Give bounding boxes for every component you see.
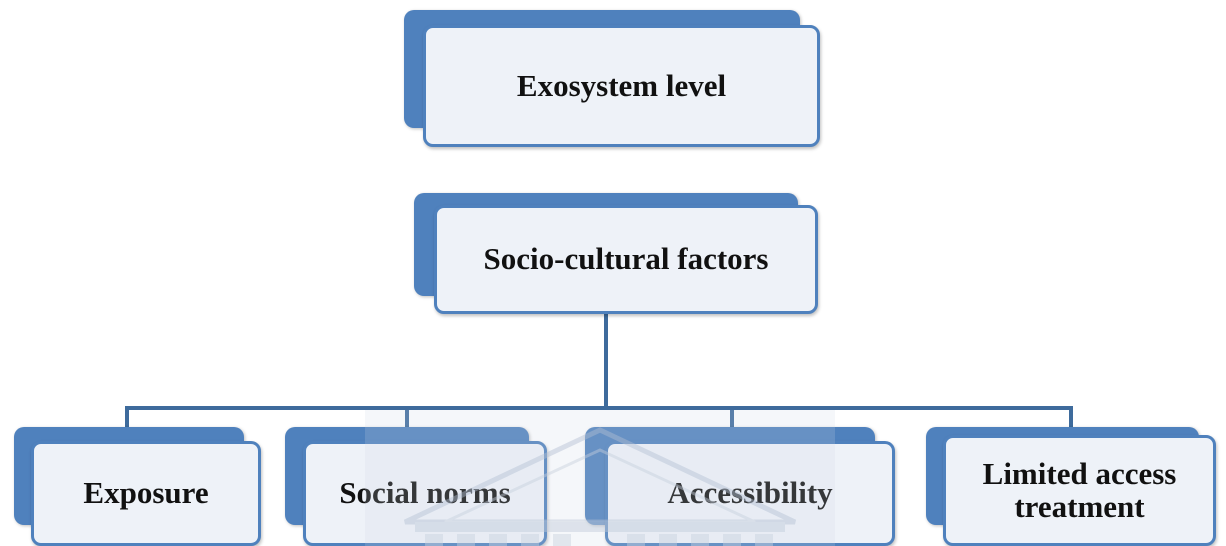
connector-trunk [604,312,608,410]
child-box-exposure-front: Exposure [31,441,261,546]
socio-cultural-factors-box: Socio-cultural factors [414,193,818,314]
connector-bus [125,406,1073,410]
exosystem-level-box-front: Exosystem level [423,25,820,147]
child-label-limited-access-treatment: Limited access treatment [982,455,1177,524]
building-watermark [365,410,835,546]
child-box-limited-access-treatment: Limited access treatment [926,427,1216,546]
child-box-limited-access-treatment-front: Limited access treatment [943,435,1216,546]
exosystem-level-label: Exosystem level [516,67,727,103]
socio-cultural-factors-box-front: Socio-cultural factors [434,205,818,314]
connector-drop-accessibility [730,406,734,430]
connector-drop-limited-access [1069,406,1073,430]
child-label-exposure: Exposure [83,475,209,511]
connector-drop-exposure [125,406,129,430]
exosystem-level-box: Exosystem level [404,10,820,147]
socio-cultural-factors-label: Socio-cultural factors [483,241,769,277]
child-box-exposure: Exposure [14,427,261,546]
connector-drop-social-norms [405,406,409,430]
